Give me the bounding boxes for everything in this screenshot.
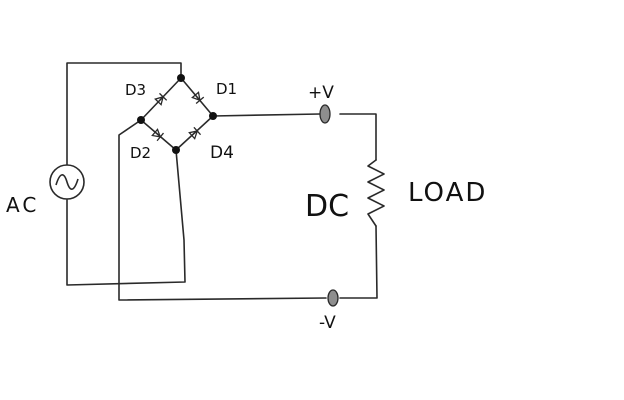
bridge-side-d1 [180,77,214,117]
label-plus-v: +V [308,83,334,103]
load-top-wire [339,113,377,161]
bridge-side-d4 [175,115,214,151]
node-bottom [172,146,180,154]
ac-bottom-wire [66,149,186,286]
label-ac: AC [6,193,39,217]
label-minus-v: -V [319,313,336,333]
bridge-side-d2 [140,119,177,151]
label-dc: DC [305,189,349,224]
load-bottom-wire [339,225,378,299]
ac-source-icon [49,164,85,200]
node-right [209,112,217,120]
bridge-side-d3 [140,77,182,121]
node-top [177,74,185,82]
positive-output-wire [212,113,321,117]
diode-d4-icon [188,126,202,140]
diode-d2-icon [151,128,165,142]
positive-terminal [319,104,331,124]
resistor-load-icon [367,159,385,227]
label-d1: D1 [216,80,237,98]
label-d3: D3 [125,81,146,99]
diode-d1-icon [191,91,205,105]
label-d2: D2 [130,144,151,162]
negative-return-wire [118,119,327,301]
diode-d3-icon [154,92,168,106]
label-load: LOAD [408,178,487,208]
label-d4: D4 [210,143,234,163]
ac-top-wire [66,62,182,168]
node-left [137,116,145,124]
negative-terminal [327,289,339,307]
